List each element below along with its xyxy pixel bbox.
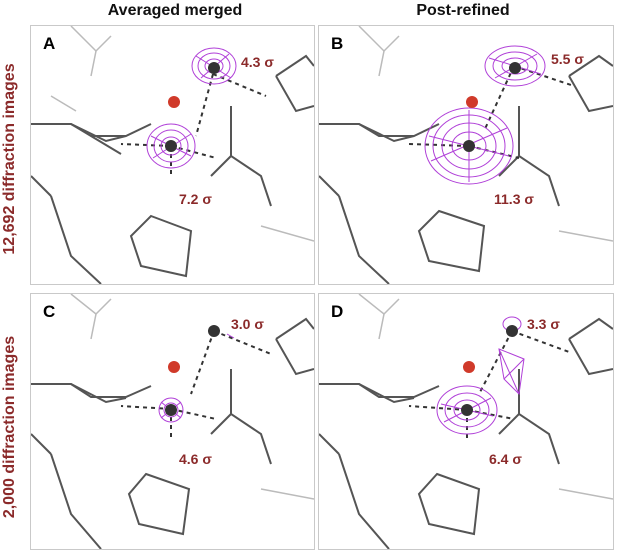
panel-letter: C xyxy=(43,302,56,321)
column-title-postrefined: Post-refined xyxy=(416,2,510,19)
panel-letter: A xyxy=(43,34,56,53)
column-title-averaged: Averaged merged xyxy=(107,2,243,19)
structure-drawing xyxy=(319,294,613,549)
sigma-label-bottom: 4.6 σ xyxy=(179,451,212,467)
sigma-label-top: 5.5 σ xyxy=(551,51,584,67)
structure-drawing xyxy=(319,26,613,284)
structure-drawing xyxy=(31,26,314,284)
panel-d: D 3.3 σ 6.4 σ xyxy=(318,293,614,550)
sigma-label-top: 3.0 σ xyxy=(231,316,264,332)
panel-b: B 5.5 σ 11.3 σ xyxy=(318,25,614,285)
row-title-2000: 2,000 diffraction images xyxy=(1,335,18,519)
sigma-label-bottom: 6.4 σ xyxy=(489,451,522,467)
panel-c: C 3.0 σ 4.6 σ xyxy=(30,293,315,550)
sigma-label-top: 4.3 σ xyxy=(241,54,274,70)
structure-drawing xyxy=(31,294,314,549)
row-title-12692: 12,692 diffraction images xyxy=(1,63,18,255)
panel-letter: D xyxy=(331,302,344,321)
sigma-label-bottom: 7.2 σ xyxy=(179,191,212,207)
sigma-label-bottom: 11.3 σ xyxy=(494,191,534,207)
panel-letter: B xyxy=(331,34,344,53)
sigma-label-top: 3.3 σ xyxy=(527,316,560,332)
panel-a: A 4.3 σ 7.2 σ xyxy=(30,25,315,285)
